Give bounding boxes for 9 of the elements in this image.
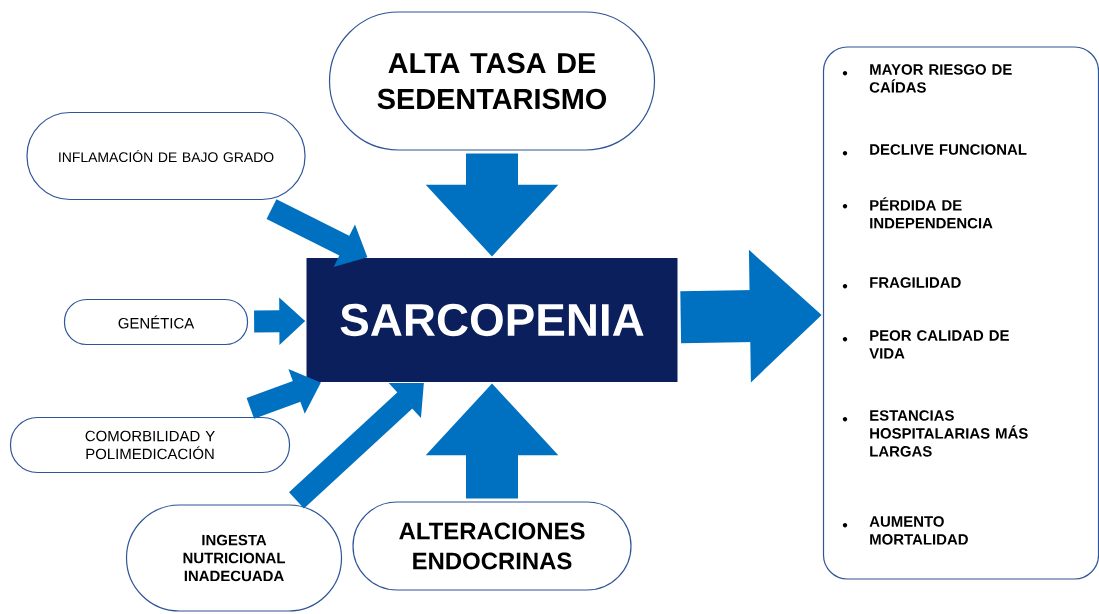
sarcopenia-box: SARCOPENIA: [306, 258, 678, 382]
list-item: PÉRDIDA DE INDEPENDENCIA: [842, 197, 993, 229]
list-item: FRAGILIDAD: [842, 277, 961, 289]
list-item: AUMENTO MORTALIDAD: [842, 516, 968, 545]
block-arrow: [289, 382, 424, 509]
list-item: ESTANCIAS HOSPITALARIAS MÁS LARGAS: [842, 410, 1028, 457]
list-item: DECLIVE FUNCIONAL: [842, 144, 1027, 156]
list-item: PEOR CALIDAD DE VIDA: [842, 330, 1009, 359]
list-item: MAYOR RIESGO DE CAÍDAS: [842, 64, 1012, 93]
